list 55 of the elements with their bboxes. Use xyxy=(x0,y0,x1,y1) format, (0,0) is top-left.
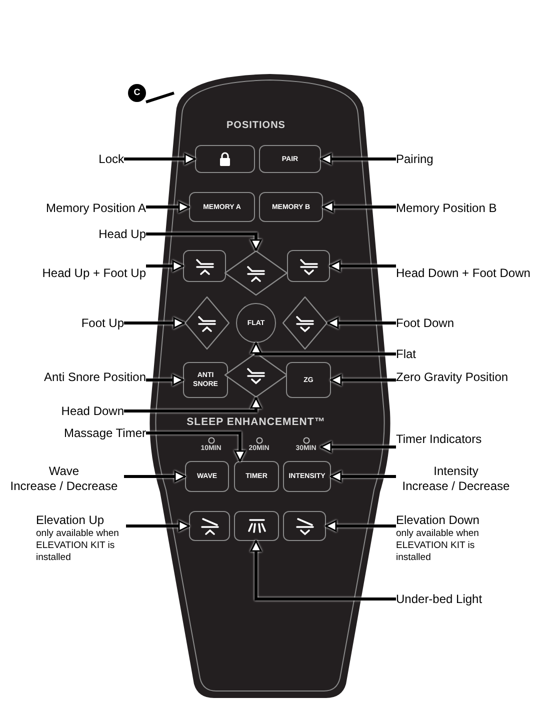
remote-button xyxy=(234,511,279,541)
callout-label: Intensity xyxy=(434,464,478,479)
callout-label: Lock xyxy=(98,152,124,167)
arrow xyxy=(124,397,262,412)
arrow xyxy=(320,153,396,165)
remote-button xyxy=(195,145,255,173)
remote-button xyxy=(283,511,326,541)
remote-button xyxy=(189,511,230,541)
callout-label: Massage Timer xyxy=(64,426,146,441)
remote-button xyxy=(183,250,226,282)
callout-label: Memory Position A xyxy=(46,201,146,216)
callout-letter: C xyxy=(128,84,146,102)
arrow xyxy=(329,260,396,272)
arrow xyxy=(327,317,396,329)
arrow xyxy=(124,153,196,165)
callout-label: Head Down + Foot Down xyxy=(396,266,530,281)
callout-label: Foot Down xyxy=(396,316,454,331)
callout-note: Increase / Decrease xyxy=(10,479,118,494)
callout-label: Anti Snore Position xyxy=(44,370,146,385)
arrow xyxy=(124,470,186,482)
callout-label: Flat xyxy=(396,347,416,362)
section-heading: POSITIONS xyxy=(226,119,286,133)
arrow xyxy=(250,540,396,600)
callout-note: Increase / Decrease xyxy=(402,479,510,494)
diamond-button xyxy=(282,296,328,350)
callout-label: Head Down xyxy=(61,404,124,419)
arrow xyxy=(124,317,185,329)
callout-note: only available when ELEVATION KIT is installed xyxy=(396,528,480,564)
diamond-button xyxy=(184,296,230,350)
arrow xyxy=(126,520,190,532)
callout-label: Memory Position B xyxy=(396,201,497,216)
arrow xyxy=(146,232,262,251)
callout-label: Under-bed Light xyxy=(396,592,482,607)
arrow xyxy=(325,520,396,532)
arrow xyxy=(146,432,246,462)
arrow xyxy=(330,374,396,386)
arrow xyxy=(146,201,190,213)
callout-label: Timer Indicators xyxy=(396,432,482,447)
callout-label: Elevation Down xyxy=(396,513,480,528)
callout-label: Wave xyxy=(48,464,80,479)
diamond-button xyxy=(224,250,288,296)
callout-label: Head Up xyxy=(98,227,146,242)
arrow xyxy=(146,374,184,386)
remote-button xyxy=(287,250,330,282)
callout-label: Pairing xyxy=(396,152,434,167)
section-heading: SLEEP ENHANCEMENT™ xyxy=(186,415,326,430)
arrow xyxy=(322,201,396,213)
diamond-button xyxy=(224,352,288,398)
callout-label: Zero Gravity Position xyxy=(396,370,508,385)
callout-label: Elevation Up xyxy=(36,513,104,528)
callout-label: Head Up + Foot Up xyxy=(42,266,146,281)
callout-label: Foot Up xyxy=(81,316,124,331)
callout-note: only available when ELEVATION KIT is installed xyxy=(36,528,120,564)
leader-line xyxy=(146,92,174,104)
arrow xyxy=(146,260,184,272)
